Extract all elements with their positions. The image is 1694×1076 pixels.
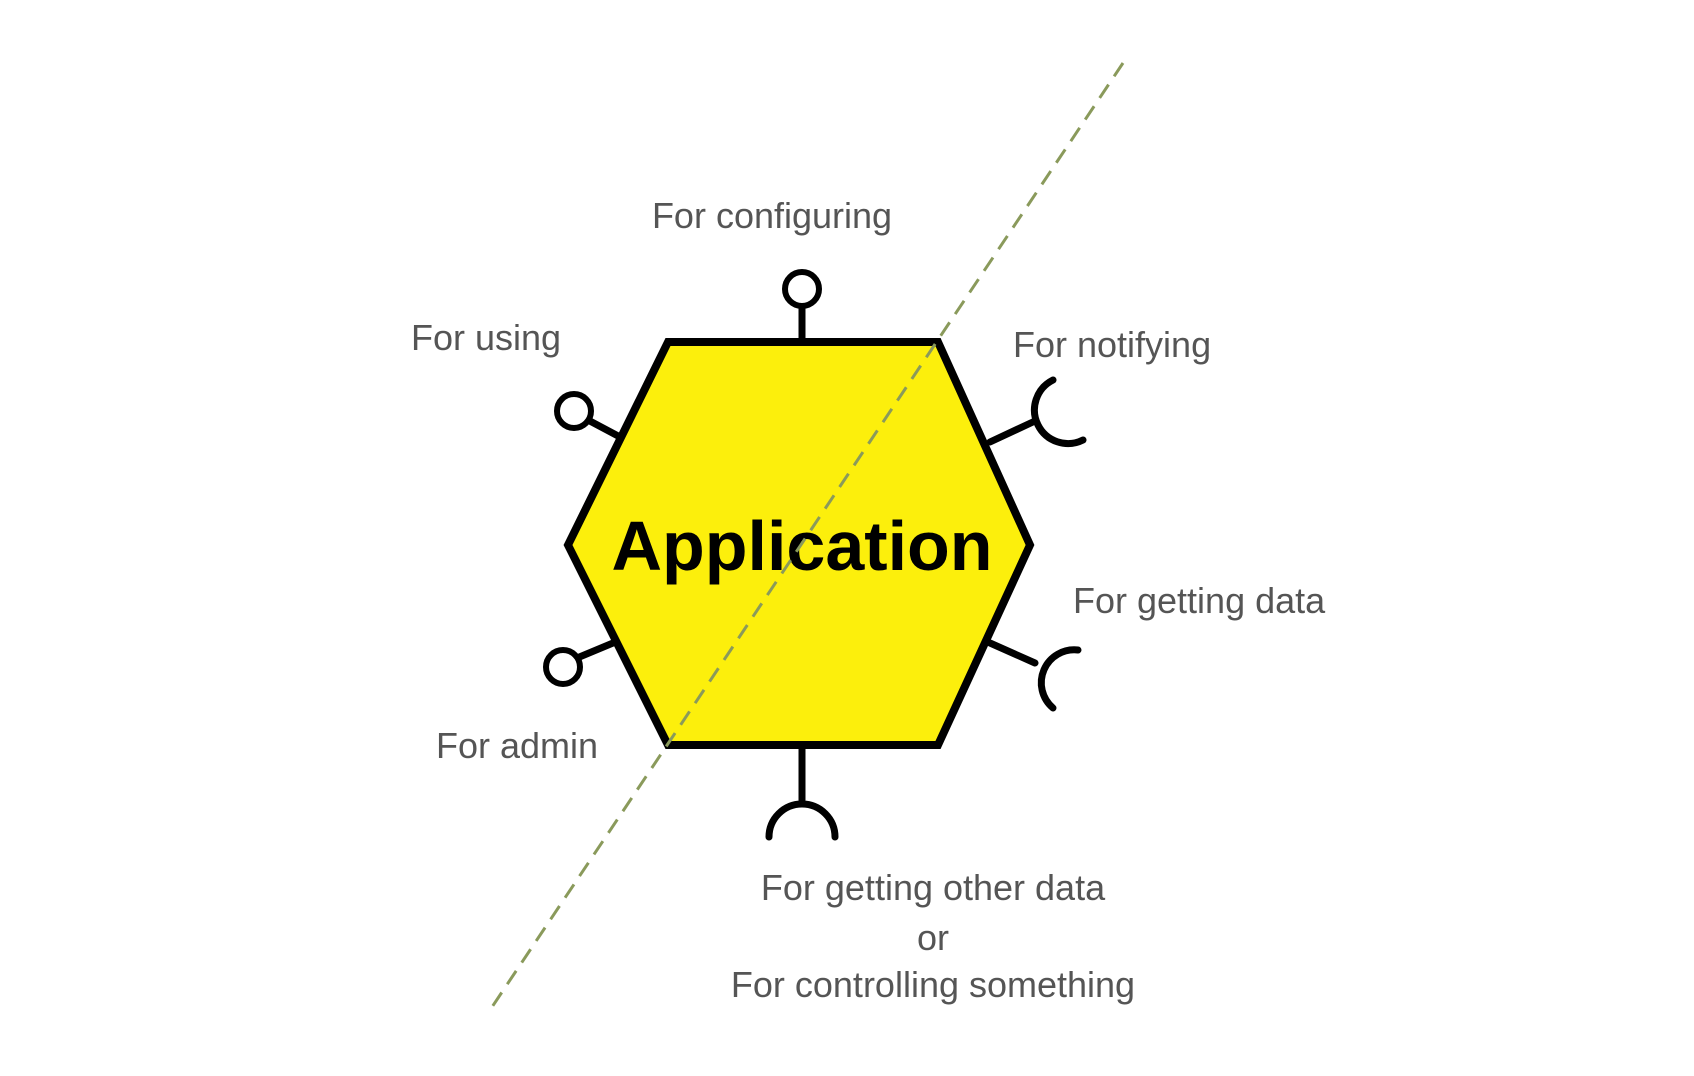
label-configuring: For configuring: [652, 195, 892, 236]
port-configuring: [782, 269, 822, 346]
port-getting-data: [986, 639, 1082, 712]
lollipop-icon: [543, 647, 583, 687]
port-controlling: [765, 741, 839, 841]
lollipop-icon: [554, 391, 594, 431]
socket-icon: [765, 800, 839, 841]
port-notifying: [986, 376, 1087, 448]
socket-icon: [1037, 646, 1082, 712]
label-notifying: For notifying: [1013, 324, 1211, 365]
lollipop-icon: [782, 269, 822, 309]
label-bottom-line-1: For getting other data: [761, 867, 1106, 908]
label-bottom-line-3: For controlling something: [731, 964, 1135, 1005]
application-title: Application: [611, 507, 992, 585]
divider-dashed-line: [486, 62, 1125, 1014]
port-using: [554, 391, 624, 441]
label-bottom-line-2: or: [917, 917, 949, 958]
label-using: For using: [411, 317, 561, 358]
socket-icon: [1030, 376, 1087, 448]
label-getting-data: For getting data: [1073, 580, 1326, 621]
port-admin: [543, 639, 617, 687]
label-admin: For admin: [436, 725, 598, 766]
